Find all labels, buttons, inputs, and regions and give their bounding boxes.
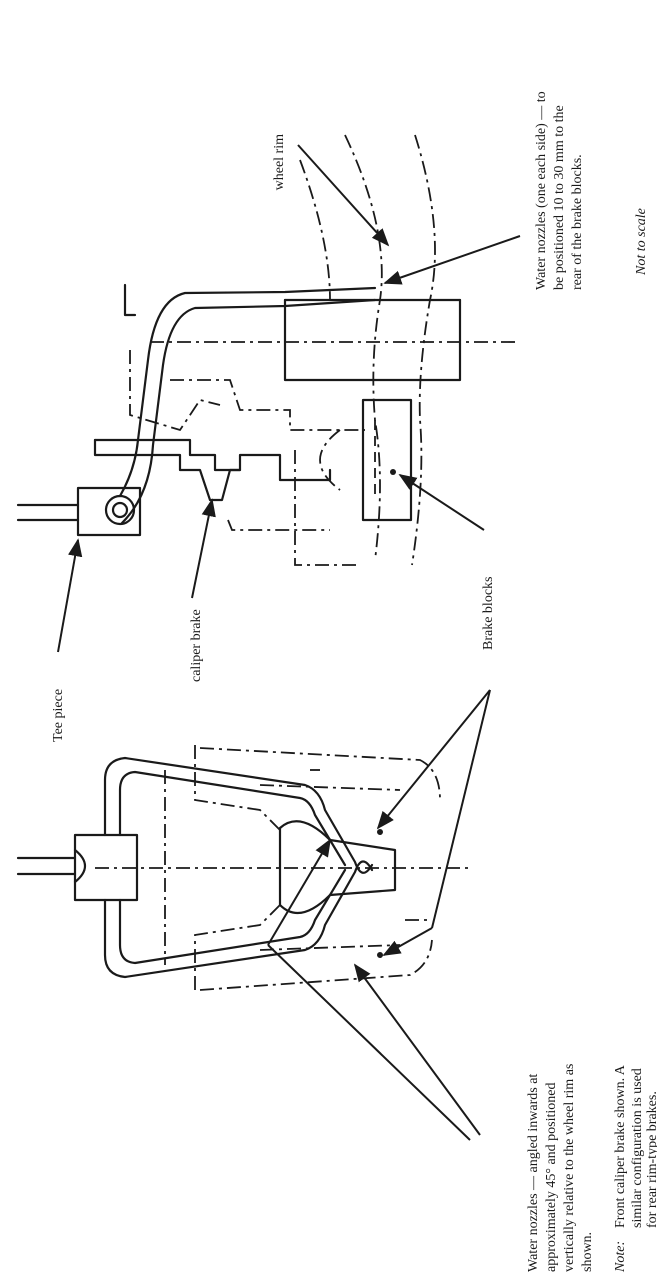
label-water-nozzles-front-l2: approximately 45° and positioned [544,1082,559,1272]
brake-block [361,398,413,522]
side-view-drawing [16,134,520,566]
leader-wheel-rim [297,144,390,247]
tee-piece-block [76,486,142,537]
caliper-body-bottom [93,438,242,502]
label-caliper-brake: caliper brake [189,609,204,682]
water-tube-outer [118,286,377,498]
label-not-to-scale: Not to scale [634,208,649,276]
leader-brake-blocks [398,474,485,531]
front-rim-line-a [259,784,401,791]
tyre-curve-a [299,159,331,301]
label-water-nozzles-side-l2: be positioned 10 to 30 mm to the [552,105,567,290]
label-water-nozzles-side-l3: rear of the brake blocks. [570,154,585,290]
front-caliper-upper [194,745,281,831]
leader-front-note-a [267,944,471,1141]
leader-nozzle-upper [376,689,491,830]
front-tube-lower-inner [118,868,347,965]
tee-piece-fitting-outer [104,494,136,526]
label-water-nozzles-front-l4: shown. [580,1232,595,1272]
brake-block-dot [390,469,396,475]
brake-pad-arc [319,429,341,491]
tyre-curve-b [294,450,360,566]
leader-nozzle-lower [382,927,433,956]
caliper-arm-mid [170,379,365,431]
label-note-title: Note: [613,1241,628,1273]
label-note-l3: for rear rim-type brakes. [645,1091,657,1228]
front-caliper-lower [194,904,281,990]
front-nozzle-dot-upper [377,829,383,835]
front-tube-upper-outer [103,756,374,874]
tee-piece-fitting-inner [111,501,129,519]
leader-tee-piece [57,538,83,653]
label-water-nozzles-front-l1: Water nozzles — angled inwards at [526,1074,541,1272]
leader-front-note-c [353,963,481,1136]
front-tube-upper-inner [118,770,347,867]
front-tube-lower-outer [103,860,374,979]
leader-water-nozzles-side [383,235,521,285]
label-note-l2: similar configuration is used [630,1068,645,1228]
water-tube-inner [120,298,377,525]
front-brake-shoe [278,820,397,915]
leader-nozzle-upper-b [431,689,491,929]
front-view-drawing [16,745,470,991]
leader-front-note-b [267,838,331,946]
front-frame-bottom [199,939,433,991]
front-frame-top [199,747,441,801]
label-water-nozzles-side-l1: Water nozzles (one each side) — to [534,91,549,290]
front-nozzle-dot-lower [377,952,383,958]
label-water-nozzles-front-l3: vertically relative to the wheel rim as [562,1064,577,1272]
label-wheel-rim: wheel rim [272,134,287,190]
front-tee-curve [73,848,87,884]
label-tee-piece: Tee piece [51,689,66,742]
fork-leg [283,298,462,382]
label-brake-blocks: Brake blocks [481,577,496,650]
caliper-arm-upper [129,350,221,432]
rim-curve-outer [344,134,383,561]
caliper-lower-line [227,519,330,531]
rim-curve-inner [411,134,436,566]
leader-caliper-brake [191,498,216,599]
caliper-left-stub [123,283,137,317]
label-note-l1: Front caliper brake shown. A [613,1064,628,1228]
front-rim-line-b [259,944,401,951]
